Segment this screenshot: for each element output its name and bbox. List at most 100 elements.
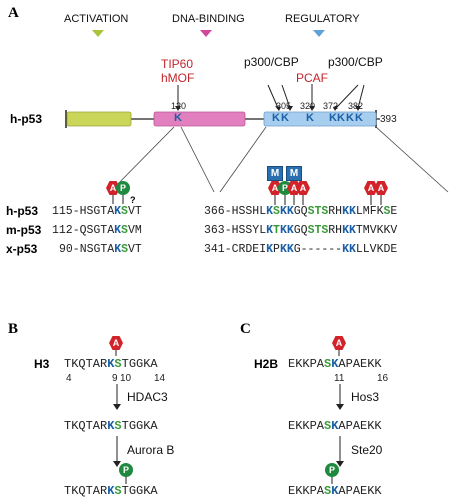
b-pos-9: 9 bbox=[112, 373, 118, 384]
panel-b-arrowheads bbox=[113, 404, 121, 467]
enzyme-pcaf: PCAF bbox=[296, 71, 329, 85]
site-120-number: 120 bbox=[171, 101, 187, 111]
right-seq: 363-HSSYLKTKKGQSTSRHKKTMVKKV bbox=[204, 225, 397, 237]
lys-3: KK bbox=[342, 205, 356, 218]
b-seq-3: TKQTARKSTGGKA bbox=[64, 485, 158, 497]
site-305-number: 305 bbox=[276, 101, 292, 111]
right-prefix: 366-HSSHL bbox=[204, 205, 267, 218]
b-seq-suffix: TGGKA bbox=[121, 419, 158, 433]
lys-1: K bbox=[266, 205, 274, 218]
activation-domain bbox=[66, 111, 132, 127]
panel-b-label: B bbox=[8, 321, 19, 337]
b-seq-1: TKQTARKSTGGKA bbox=[64, 358, 158, 370]
ser-3: S bbox=[321, 224, 329, 237]
b-seq-2: TKQTARKSTGGKA bbox=[64, 420, 158, 432]
c-seq-suffix: APAEKK bbox=[338, 484, 382, 498]
pro: P bbox=[273, 243, 280, 256]
right-suffix: LLVKDE bbox=[355, 243, 398, 256]
right-seq: 341-CRDEIKPKKG------KKLLVKDE bbox=[204, 244, 397, 256]
lys: K bbox=[114, 243, 122, 256]
glu: E bbox=[390, 205, 398, 218]
methyl-mark-2: M bbox=[286, 166, 302, 181]
legend-dna-binding: DNA-BINDING bbox=[172, 13, 245, 25]
legend-regulatory: REGULATORY bbox=[285, 13, 360, 25]
c-seq-prefix: EKKPA bbox=[288, 419, 325, 433]
left-suffix: VT bbox=[127, 205, 142, 218]
c-enzyme-ste20: Ste20 bbox=[351, 443, 383, 457]
lys-3: KK bbox=[342, 243, 356, 256]
b-phospho-mark: P bbox=[119, 463, 133, 477]
p53-length-number: 393 bbox=[380, 114, 397, 125]
c-lys: K bbox=[331, 419, 339, 433]
gq: GQ bbox=[293, 224, 308, 237]
domain-k-320: K bbox=[306, 112, 314, 124]
c-seq-prefix: EKKPA bbox=[288, 357, 325, 371]
row-label: h-p53 bbox=[6, 204, 39, 218]
lys-2: KK bbox=[279, 243, 294, 256]
b-pos-10: 10 bbox=[120, 373, 132, 384]
regulatory-domain bbox=[263, 111, 377, 127]
right-prefix: 363-HSSYL bbox=[204, 224, 267, 237]
thr-1: T bbox=[273, 224, 280, 237]
panel-c-label: C bbox=[240, 321, 251, 337]
b-seq-prefix: TKQTAR bbox=[64, 484, 108, 498]
c-seq-2: EKKPASKAPAEKK bbox=[288, 420, 382, 432]
enzyme-hmof: hMOF bbox=[161, 71, 195, 85]
phospho-mark-reg: P bbox=[278, 181, 292, 195]
enzyme-p300-right: p300/CBP bbox=[328, 55, 383, 69]
gap: G------ bbox=[293, 243, 343, 256]
c-phospho-mark: P bbox=[325, 463, 339, 477]
lys-3: KK bbox=[342, 224, 356, 237]
domain-k-372b: K bbox=[337, 112, 345, 124]
ser: S bbox=[121, 205, 128, 218]
left-prefix: 112-QSGTA bbox=[52, 224, 115, 237]
b-histone-label: H3 bbox=[34, 357, 50, 371]
b-pos-4: 4 bbox=[66, 373, 72, 384]
c-enzyme-hos3: Hos3 bbox=[351, 390, 380, 404]
c-ser: S bbox=[324, 357, 332, 371]
panel-a-label: A bbox=[8, 5, 19, 21]
domain-k-372a: K bbox=[329, 112, 337, 124]
domain-k-305b: K bbox=[281, 112, 289, 124]
b-ser: S bbox=[114, 419, 122, 433]
right-suffix: TMVKKV bbox=[355, 224, 398, 237]
b-lys: K bbox=[107, 357, 115, 371]
dna-binding-domain bbox=[153, 111, 246, 127]
c-lys: K bbox=[331, 484, 339, 498]
c-seq-1: EKKPASKAPAEKK bbox=[288, 358, 382, 370]
left-suffix: VT bbox=[128, 243, 142, 256]
b-seq-suffix: TGGKA bbox=[121, 484, 158, 498]
phospho-mark-s121: P bbox=[116, 181, 130, 195]
ser-2: S bbox=[307, 224, 315, 237]
mark-stems bbox=[112, 185, 382, 205]
rh: RH bbox=[328, 224, 343, 237]
thr: T bbox=[314, 205, 322, 218]
acetyl-mark-reg-5: A bbox=[374, 181, 388, 195]
ser-2: S bbox=[307, 205, 315, 218]
right-prefix: 341-CRDEI bbox=[204, 243, 267, 256]
b-ser: S bbox=[114, 484, 122, 498]
ser: S bbox=[121, 224, 128, 237]
regulatory-triangle bbox=[313, 30, 325, 37]
legend-activation: ACTIVATION bbox=[64, 13, 129, 25]
c-seq-3: EKKPASKAPAEKK bbox=[288, 485, 382, 497]
b-enzyme-hdac3: HDAC3 bbox=[127, 390, 168, 404]
c-ser: S bbox=[324, 419, 332, 433]
lys-2: KK bbox=[279, 224, 294, 237]
b-seq-prefix: TKQTAR bbox=[64, 357, 108, 371]
ser-3: S bbox=[321, 205, 329, 218]
b-seq-prefix: TKQTAR bbox=[64, 419, 108, 433]
acetyl-mark-reg-3: A bbox=[296, 181, 310, 195]
domain-k120: K bbox=[174, 112, 182, 124]
row-label: m-p53 bbox=[6, 223, 42, 237]
c-pos-11: 11 bbox=[334, 373, 345, 384]
lys: K bbox=[114, 224, 122, 237]
activation-triangle bbox=[92, 30, 104, 37]
b-seq-suffix: TGGKA bbox=[121, 357, 158, 371]
domain-k-382a: K bbox=[346, 112, 354, 124]
c-ser: S bbox=[324, 484, 332, 498]
c-lys: K bbox=[331, 357, 339, 371]
row-label: x-p53 bbox=[6, 242, 38, 256]
site-382-number: 382 bbox=[348, 101, 364, 111]
